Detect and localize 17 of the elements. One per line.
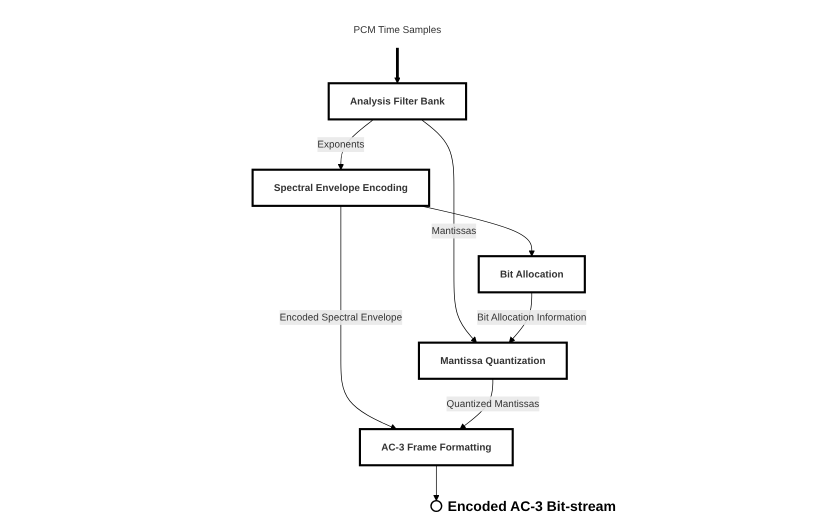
node-box: AC-3 Frame Formatting — [358, 428, 514, 466]
edge-label: Quantized Mantissas — [446, 398, 540, 410]
edge-label: Exponents — [317, 138, 364, 150]
edge-label: Encoded Spectral Envelope — [280, 311, 402, 323]
edge-label: Mantissas — [432, 225, 476, 236]
node-box: Analysis Filter Bank — [328, 82, 468, 120]
arrow — [433, 464, 440, 501]
arrow — [340, 206, 397, 430]
edge-label: Bit Allocation Information — [477, 311, 586, 323]
node-box: Spectral Envelope Encoding — [252, 168, 430, 207]
arrow — [394, 48, 401, 84]
node-box: Bit Allocation — [478, 255, 586, 294]
output-label: Encoded AC-3 Bit-stream — [448, 498, 616, 514]
node-box: Mantissa Quantization — [418, 342, 568, 380]
arrow — [420, 119, 477, 343]
node-circle — [430, 500, 442, 512]
node-text: PCM Time Samples — [354, 24, 442, 36]
